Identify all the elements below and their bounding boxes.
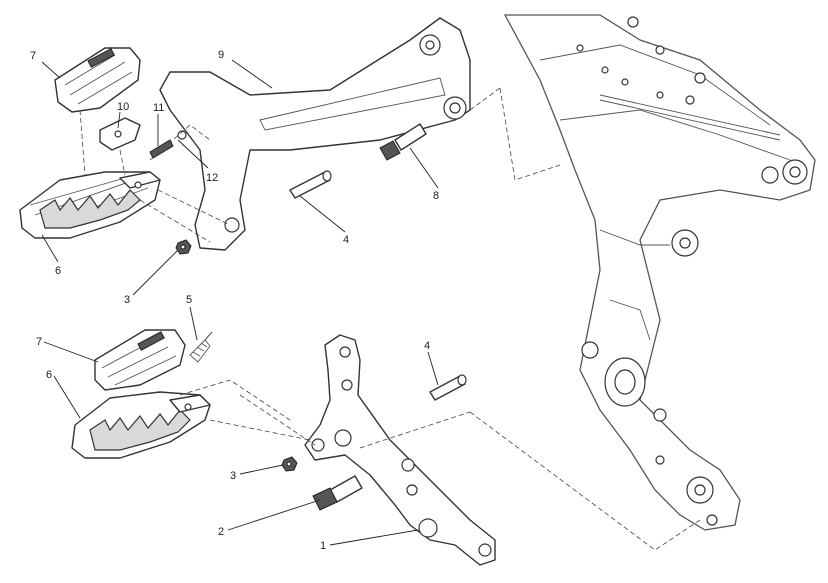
upper-pin-12 — [177, 130, 187, 140]
lower-footpeg-6 — [71, 391, 211, 459]
callout-3-lower: 3 — [230, 470, 236, 482]
callout-6-upper: 6 — [55, 265, 61, 277]
lower-rear-footpeg-bracket — [304, 334, 496, 566]
callout-10: 10 — [117, 101, 129, 113]
upper-footpeg-6 — [19, 171, 161, 239]
frame-section — [503, 14, 816, 531]
callout-4-upper: 4 — [343, 234, 349, 246]
callout-6-lower: 6 — [46, 369, 52, 381]
callout-12: 12 — [206, 172, 218, 184]
leader-lines — [41, 59, 439, 546]
callout-11: 11 — [153, 102, 164, 114]
callout-1: 1 — [320, 540, 326, 552]
callout-8: 8 — [433, 190, 439, 202]
upper-spring-11 — [149, 139, 174, 159]
callout-labels: 7 9 10 11 12 6 3 4 8 5 7 6 4 3 2 1 — [30, 49, 439, 552]
lower-pin-4 — [429, 374, 467, 401]
lower-nut-3 — [281, 456, 298, 472]
callout-7-upper: 7 — [30, 50, 36, 62]
lower-spring-5 — [189, 331, 213, 363]
lower-footpeg-rubber — [94, 329, 186, 391]
callout-7-lower: 7 — [36, 336, 42, 348]
upper-nut-3 — [175, 239, 192, 255]
assembly-lines — [79, 87, 701, 551]
bolt-2 — [312, 475, 363, 511]
upper-pin-4 — [289, 170, 332, 199]
callout-5: 5 — [186, 294, 192, 306]
upper-footpeg-plate-10 — [99, 117, 141, 151]
upper-footpeg-rubber — [54, 47, 141, 113]
bolt-8 — [379, 123, 427, 161]
callout-4-lower: 4 — [424, 340, 430, 352]
callout-9: 9 — [218, 49, 224, 61]
callout-2: 2 — [218, 526, 224, 538]
upper-rear-footpeg-bracket — [159, 17, 471, 251]
callout-3-upper: 3 — [124, 294, 130, 306]
